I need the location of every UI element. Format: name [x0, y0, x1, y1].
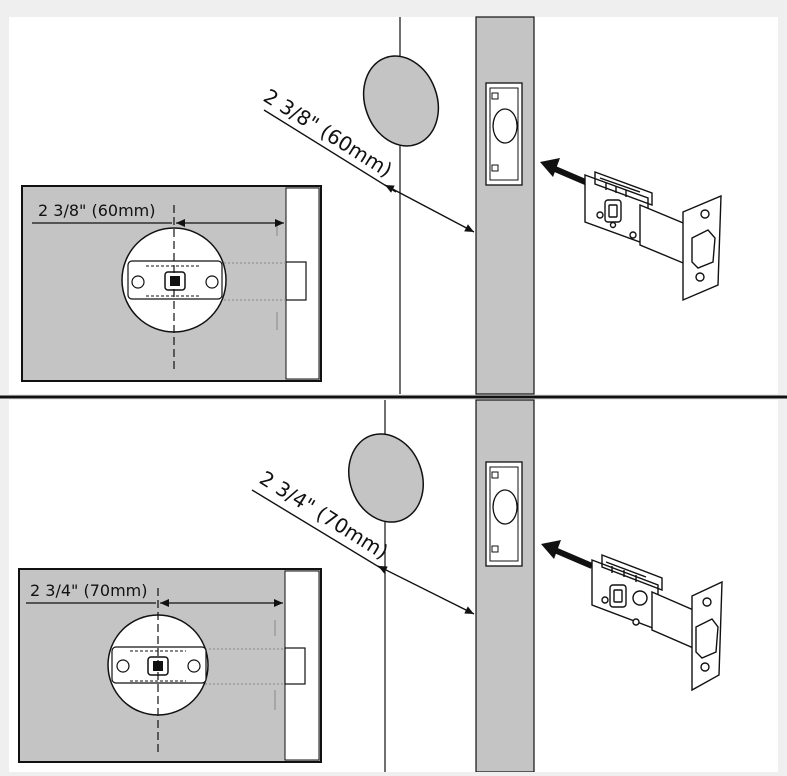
- bottom-insert-arrow: [541, 540, 594, 569]
- door-edge: [475, 399, 535, 773]
- bottom-inset-label: 2 3/4" (70mm): [30, 581, 147, 600]
- top-inset: 2 3/8" (60mm): [21, 185, 322, 382]
- bottom-inset: 2 3/4" (70mm): [18, 568, 322, 763]
- door-edge: [475, 16, 535, 395]
- top-backset-arrow: [384, 184, 475, 233]
- bottom-diagram: 2 3/4" (70mm): [18, 399, 723, 773]
- latch-plate-icon: [485, 82, 523, 186]
- top-latch-assembly-icon: [584, 170, 722, 302]
- bottom-backset-arrow: [377, 565, 475, 615]
- latch-plate-icon: [485, 461, 523, 567]
- bottom-diagonal-underline: [251, 489, 385, 571]
- top-inset-label: 2 3/8" (60mm): [38, 201, 155, 220]
- bottom-latch-assembly-icon: [591, 553, 723, 692]
- bore-hole-icon: [362, 55, 440, 147]
- bore-hole-icon: [348, 433, 424, 523]
- top-diagonal-underline: [263, 109, 397, 193]
- top-insert-arrow: [540, 158, 592, 187]
